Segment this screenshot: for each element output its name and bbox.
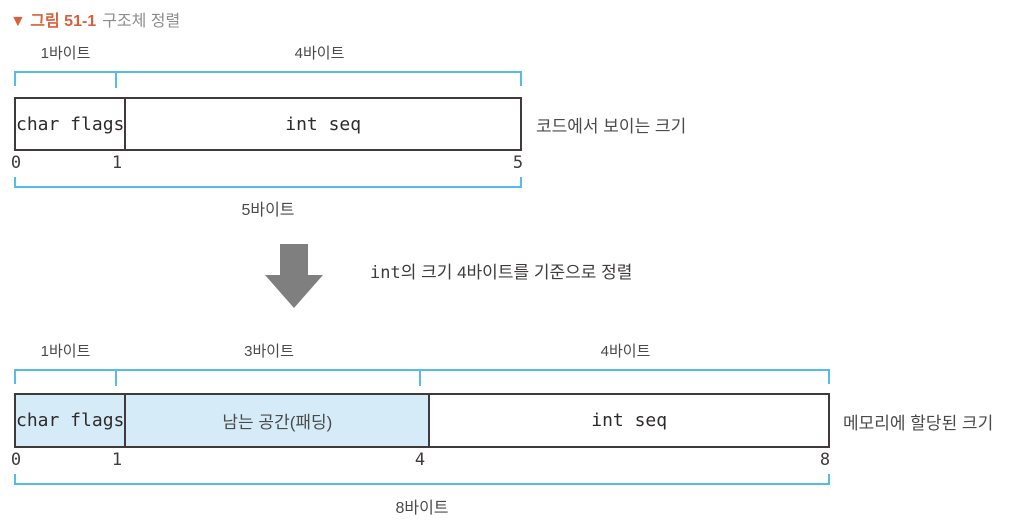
byte-size-label: 1바이트 — [40, 45, 91, 62]
cell-char-flags: char flags — [16, 113, 125, 135]
memory-box-after: char flags 남는 공간(패딩) int seq — [14, 393, 830, 448]
top-measure-bracket — [14, 71, 522, 88]
cell-padding: 남는 공간(패딩) — [124, 395, 429, 446]
offset-label: 8 — [819, 450, 831, 470]
byte-size-label: 4바이트 — [600, 343, 651, 360]
alignment-note-code: int — [370, 263, 401, 283]
bottom-measure-bracket — [14, 177, 522, 188]
byte-size-label: 3바이트 — [244, 343, 294, 360]
alignment-note: int의 크기 4바이트를 기준으로 정렬 — [370, 258, 632, 283]
total-size-label: 8바이트 — [395, 500, 449, 517]
alignment-note-rest: 의 크기 4바이트를 기준으로 정렬 — [400, 263, 633, 282]
offset-label: 1 — [111, 450, 123, 470]
cell-char-flags: char flags — [16, 395, 125, 446]
offset-label: 0 — [10, 153, 22, 173]
down-arrow-icon — [265, 244, 323, 308]
cell-int-seq: int seq — [124, 99, 520, 149]
total-size-label: 5바이트 — [241, 202, 295, 219]
top-measure-bracket — [14, 369, 830, 386]
offset-label: 4 — [414, 450, 426, 470]
figure-number: ▼ 그림 51-1 — [10, 13, 97, 30]
view-caption: 메모리에 할당된 크기 — [843, 414, 994, 433]
figure-caption-text: 구조체 정렬 — [102, 13, 181, 30]
memory-box-before: char flags int seq — [14, 97, 522, 151]
offset-label: 1 — [111, 153, 123, 173]
cell-int-seq: int seq — [428, 395, 828, 446]
offset-label: 5 — [512, 153, 524, 173]
bottom-measure-bracket — [14, 474, 830, 485]
figure-title: ▼ 그림 51-1 구조체 정렬 — [10, 7, 180, 31]
view-caption: 코드에서 보이는 크기 — [536, 117, 687, 136]
offset-label: 0 — [10, 450, 22, 470]
byte-size-label: 4바이트 — [294, 45, 345, 62]
byte-size-label: 1바이트 — [40, 343, 91, 360]
